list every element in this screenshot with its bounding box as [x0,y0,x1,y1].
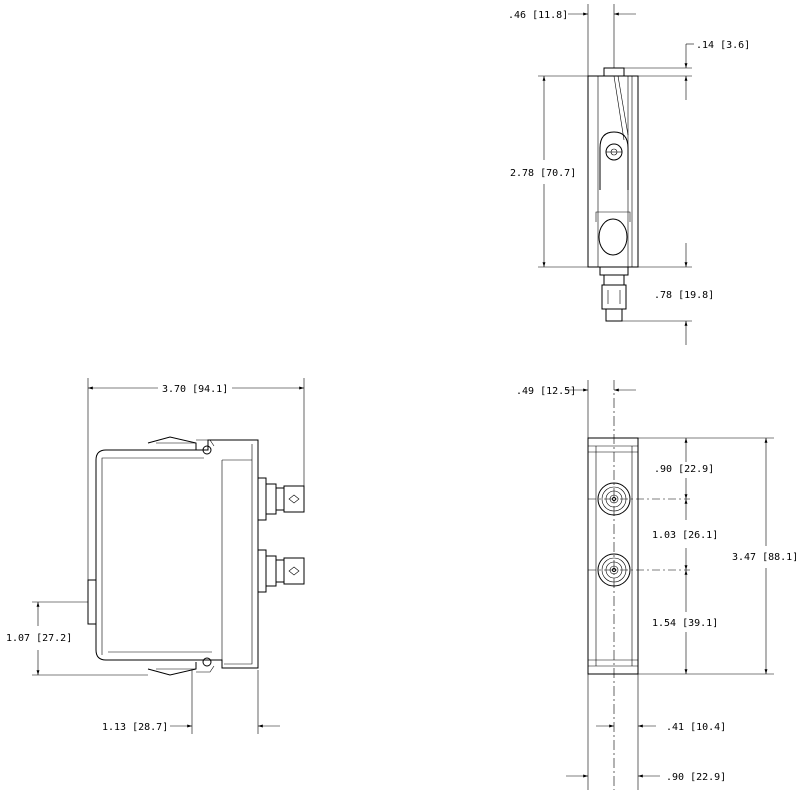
dim-top-cap: .14 [3.6] [696,40,750,51]
side-connector-2-body [283,557,305,585]
bracket-tab [599,131,629,190]
bottom-screw-icon [202,657,212,667]
dim-end-bottom-width: .90 [22.9] [666,772,726,783]
dim-end-top-conn: .90 [22.9] [654,464,714,475]
dim-end-height: 3.47 [88.1] [732,552,798,563]
top-cap [603,67,625,77]
dim-end-conn-spacing: 1.03 [26.1] [652,530,718,541]
dim-end-center-offset: .41 [10.4] [666,722,726,733]
connector-body [601,284,627,310]
bottom-tab [147,662,197,676]
connector-nut [599,266,629,276]
dim-top-width: .46 [11.8] [508,10,568,21]
dim-top-connector: .78 [19.8] [654,290,714,301]
dim-end-conn-bottom: 1.54 [39.1] [652,618,718,629]
top-screw-icon [202,445,212,455]
side-connector-1-body [283,485,305,513]
dim-side-bracket-offset: 1.13 [28.7] [102,722,168,733]
top-view: .46 [11.8] .14 [3.6] 2.78 [70.7] .78 [19… [508,4,750,345]
top-view-hole [598,218,628,256]
mount-stub [87,579,97,625]
side-view: 3.70 [94.1] 1.07 [27.2] 1.13 [28.7] [6,378,305,734]
dim-top-height: 2.78 [70.7] [510,168,576,179]
dim-end-width: .49 [12.5] [516,386,576,397]
side-view-bracket [95,439,259,669]
end-view: .49 [12.5] 3.47 [88.1] .90 [22.9] 1.03 [… [516,380,798,790]
side-connector-2-nut [257,549,267,593]
dim-side-base-height: 1.07 [27.2] [6,633,72,644]
side-connector-1-nut [257,477,267,521]
end-view-body [587,437,639,675]
top-view-body [587,75,639,268]
top-tab [147,436,197,450]
dim-side-width: 3.70 [94.1] [162,384,228,395]
